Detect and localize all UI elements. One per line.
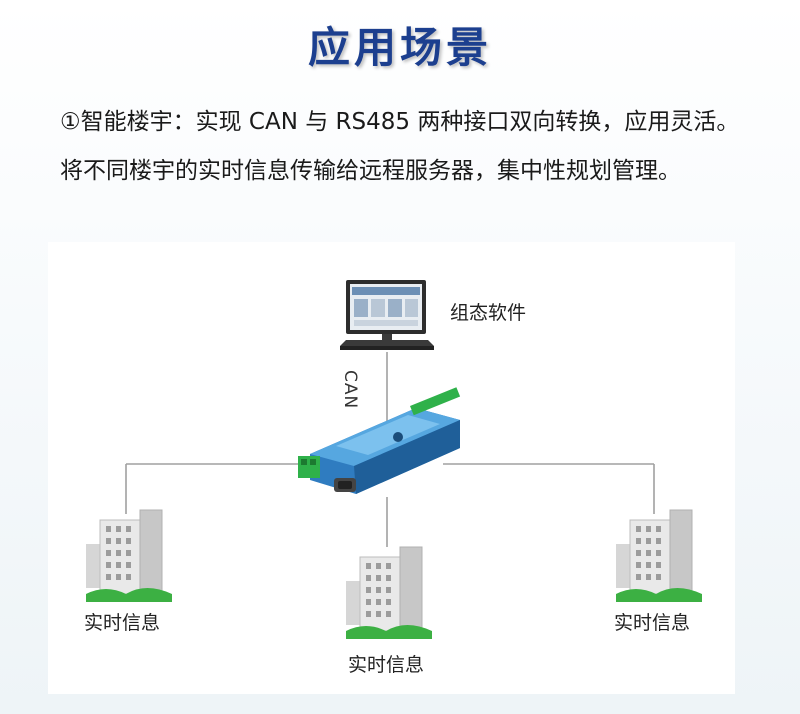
building-left-icon — [86, 509, 172, 602]
converter-device-icon — [298, 387, 461, 494]
can-link-label: CAN — [340, 370, 360, 410]
description-text: ①智能楼宇：实现 CAN 与 RS485 两种接口双向转换，应用灵活。将不同楼宇… — [60, 109, 740, 184]
computer-icon — [340, 280, 434, 350]
software-label: 组态软件 — [450, 302, 527, 324]
building-center-label: 实时信息 — [348, 654, 425, 676]
page-title: 应用场景 — [307, 23, 492, 72]
network-diagram — [86, 280, 702, 639]
building-right-icon — [616, 509, 702, 602]
building-center-icon — [346, 546, 432, 639]
building-left-label: 实时信息 — [84, 612, 161, 634]
building-right-label: 实时信息 — [614, 612, 691, 634]
diagram-panel: 组态软件 CAN 实时信息 实时信息 实时信息 — [48, 242, 735, 694]
